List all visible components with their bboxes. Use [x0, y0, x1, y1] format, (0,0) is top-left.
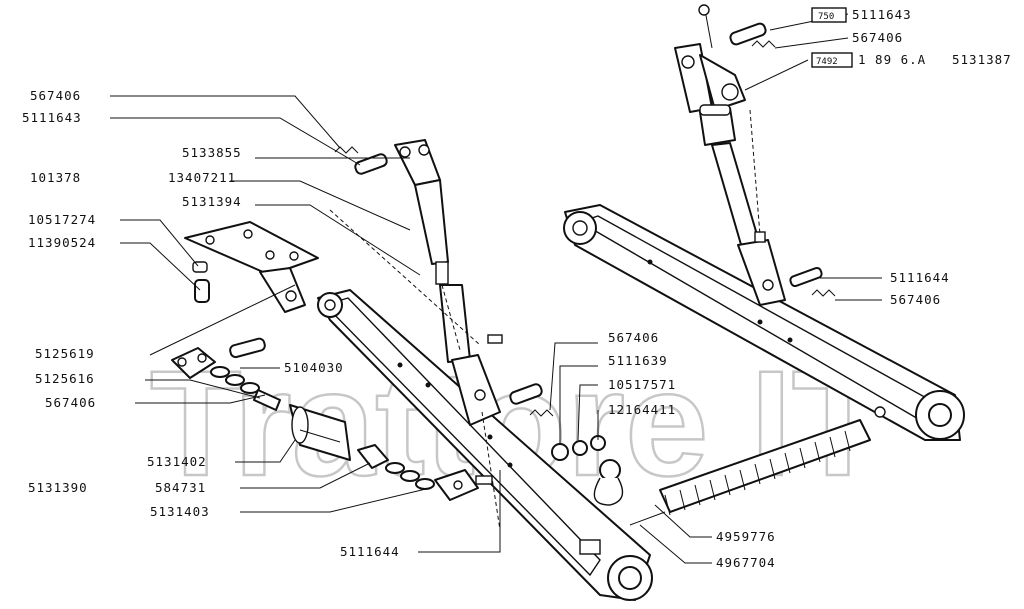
label-5104030: 5104030 [284, 360, 344, 375]
label-5131387: 5131387 [952, 52, 1012, 67]
label-5131394: 5131394 [182, 194, 242, 209]
left-lower-link-arm [317, 289, 653, 601]
label-1896a: 1 89 6.A [858, 52, 926, 67]
label-10517274: 10517274 [28, 212, 96, 227]
label-10517571: 10517571 [608, 377, 676, 392]
leader-lines [110, 13, 882, 564]
label-5111644-a: 5111644 [340, 544, 400, 559]
box-label-750: 750 [818, 12, 834, 22]
part-number-labels: 567406 5111643 5133855 101378 13407211 5… [22, 7, 1012, 570]
label-5111643-b: 5111643 [852, 7, 912, 22]
label-11390524: 11390524 [28, 235, 96, 250]
label-5131390: 5131390 [28, 480, 88, 495]
label-567406-e: 567406 [852, 30, 903, 45]
right-lower-link-arm [563, 204, 965, 441]
right-lift-rod [674, 4, 786, 306]
bracket-plate [184, 221, 319, 313]
label-5111643-a: 5111643 [22, 110, 82, 125]
label-4967704: 4967704 [716, 555, 776, 570]
label-101378: 101378 [30, 170, 81, 185]
label-5111639: 5111639 [608, 353, 668, 368]
label-5111644-b: 5111644 [890, 270, 950, 285]
label-5131402: 5131402 [147, 454, 207, 469]
label-567406-a: 567406 [30, 88, 81, 103]
label-4959776: 4959776 [716, 529, 776, 544]
label-5125616: 5125616 [35, 371, 95, 386]
label-13407211: 13407211 [168, 170, 236, 185]
left-lift-rod [394, 139, 503, 426]
label-12164411: 12164411 [608, 402, 676, 417]
reference-boxes: 750 7492 [811, 7, 853, 68]
box-label-7492: 7492 [816, 57, 838, 67]
label-567406-b: 567406 [45, 395, 96, 410]
assembly-lines [329, 109, 761, 531]
label-5125619: 5125619 [35, 346, 95, 361]
label-5133855: 5133855 [182, 145, 242, 160]
label-567406-c: 567406 [608, 330, 659, 345]
check-chain-lower [357, 444, 493, 501]
stabilizer-spring [629, 406, 886, 526]
label-567406-d: 567406 [890, 292, 941, 307]
label-5131403: 5131403 [150, 504, 210, 519]
label-584731: 584731 [155, 480, 206, 495]
pins-and-fasteners [334, 22, 836, 506]
turnbuckle-sleeve [289, 404, 351, 461]
